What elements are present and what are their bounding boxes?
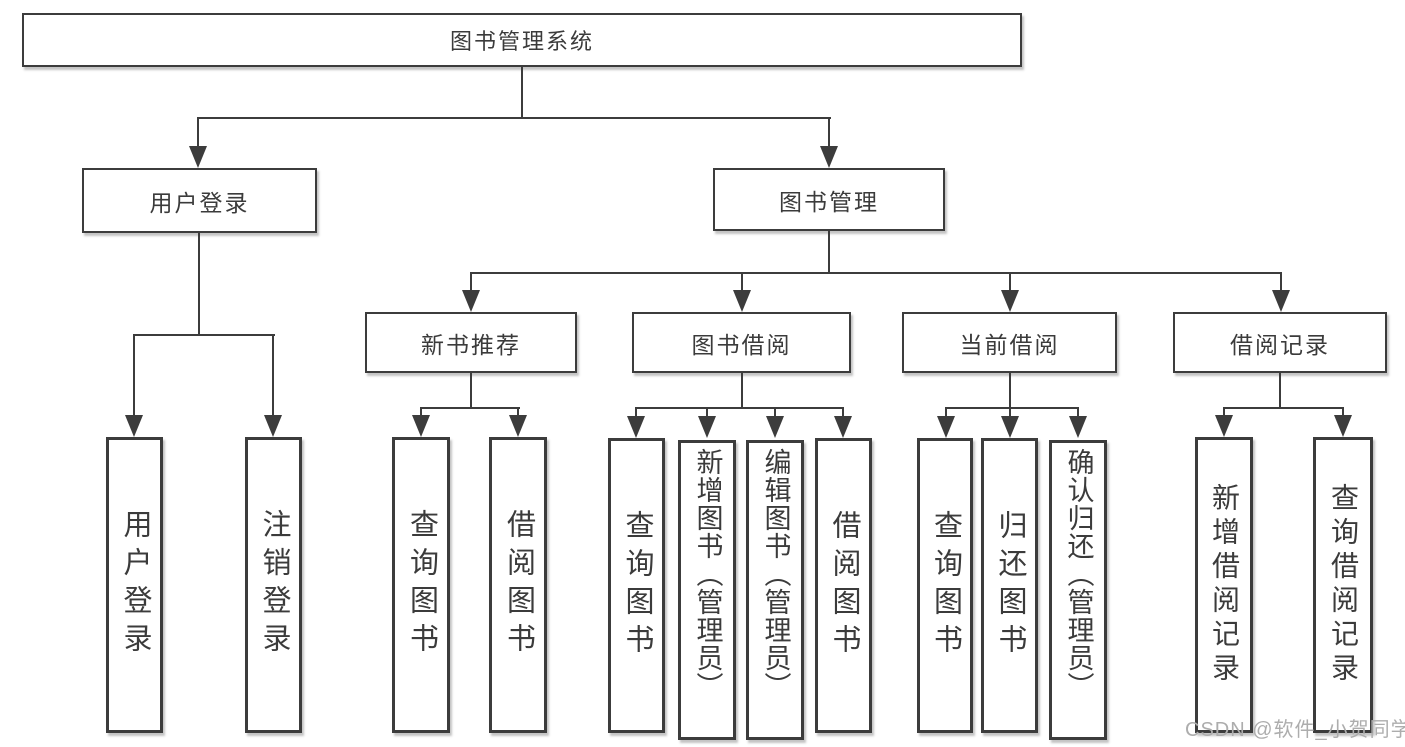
arrowhead-down-icon xyxy=(766,416,784,438)
connector-line xyxy=(420,407,422,420)
arrowhead-down-icon xyxy=(733,290,751,312)
arrowhead-down-icon xyxy=(1069,416,1087,438)
node-current-borrowing: 当前借阅 xyxy=(902,312,1117,373)
connector-line xyxy=(1279,373,1281,409)
connector-line xyxy=(706,407,708,421)
connector-line xyxy=(1077,407,1079,421)
connector-line xyxy=(197,117,831,119)
connector-line xyxy=(521,66,523,119)
arrowhead-down-icon xyxy=(1001,416,1019,438)
connector-line xyxy=(828,231,830,274)
leaf-confirm-return-admin: 确认归还（管理员） xyxy=(1049,440,1107,740)
node-book-management: 图书管理 xyxy=(713,168,945,231)
connector-line xyxy=(774,407,776,421)
connector-line xyxy=(272,334,274,419)
connector-line xyxy=(842,407,844,421)
leaf-query-books-borrow: 查询图书 xyxy=(608,438,665,733)
connector-line xyxy=(470,272,472,294)
arrowhead-down-icon xyxy=(698,416,716,438)
connector-line xyxy=(741,373,743,409)
arrowhead-down-icon xyxy=(412,415,430,437)
root-node: 图书管理系统 xyxy=(22,13,1022,67)
arrowhead-down-icon xyxy=(820,146,838,168)
connector-line xyxy=(1280,272,1282,294)
connector-line xyxy=(635,407,637,421)
leaf-query-borrow-record: 查询借阅记录 xyxy=(1313,437,1373,733)
leaf-add-borrow-record: 新增借阅记录 xyxy=(1195,437,1253,733)
connector-line xyxy=(133,334,275,336)
connector-line xyxy=(828,117,830,150)
arrowhead-down-icon xyxy=(834,416,852,438)
connector-line xyxy=(1342,407,1344,420)
arrowhead-down-icon xyxy=(1272,290,1290,312)
arrowhead-down-icon xyxy=(937,416,955,438)
leaf-query-books-newbook: 查询图书 xyxy=(392,437,450,733)
arrowhead-down-icon xyxy=(1215,415,1233,437)
node-new-book-recommendation: 新书推荐 xyxy=(365,312,577,373)
connector-line xyxy=(517,407,519,420)
arrowhead-down-icon xyxy=(1334,415,1352,437)
arrowhead-down-icon xyxy=(462,290,480,312)
connector-line xyxy=(1009,407,1011,421)
connector-line xyxy=(1009,272,1011,294)
connector-line xyxy=(1223,407,1344,409)
connector-line xyxy=(198,233,200,336)
leaf-query-books-current: 查询图书 xyxy=(917,438,973,733)
connector-line xyxy=(133,334,135,419)
arrowhead-down-icon xyxy=(1001,290,1019,312)
leaf-add-books-admin: 新增图书（管理员） xyxy=(678,440,736,740)
node-user-login: 用户登录 xyxy=(82,168,317,233)
leaf-user-login: 用户登录 xyxy=(106,437,163,733)
leaf-logout-login: 注销登录 xyxy=(245,437,302,733)
connector-line xyxy=(1223,407,1225,420)
connector-line xyxy=(420,407,520,409)
arrowhead-down-icon xyxy=(189,146,207,168)
node-book-borrowing: 图书借阅 xyxy=(632,312,851,373)
arrowhead-down-icon xyxy=(125,415,143,437)
connector-line xyxy=(945,407,947,421)
connector-line xyxy=(470,373,472,409)
connector-line xyxy=(635,407,844,409)
leaf-borrow-books-newbook: 借阅图书 xyxy=(489,437,547,733)
connector-line xyxy=(470,272,1282,274)
arrowhead-down-icon xyxy=(509,415,527,437)
connector-line xyxy=(1009,373,1011,409)
arrowhead-down-icon xyxy=(264,415,282,437)
arrowhead-down-icon xyxy=(627,416,645,438)
connector-line xyxy=(945,407,1079,409)
watermark: CSDN @软件_小贺同学 xyxy=(1185,719,1405,741)
leaf-borrow-books-borrow: 借阅图书 xyxy=(815,438,872,733)
connector-line xyxy=(741,272,743,294)
leaf-edit-books-admin: 编辑图书（管理员） xyxy=(746,440,804,740)
node-borrowing-records: 借阅记录 xyxy=(1173,312,1387,373)
leaf-return-books: 归还图书 xyxy=(981,438,1038,733)
connector-line xyxy=(197,117,199,150)
